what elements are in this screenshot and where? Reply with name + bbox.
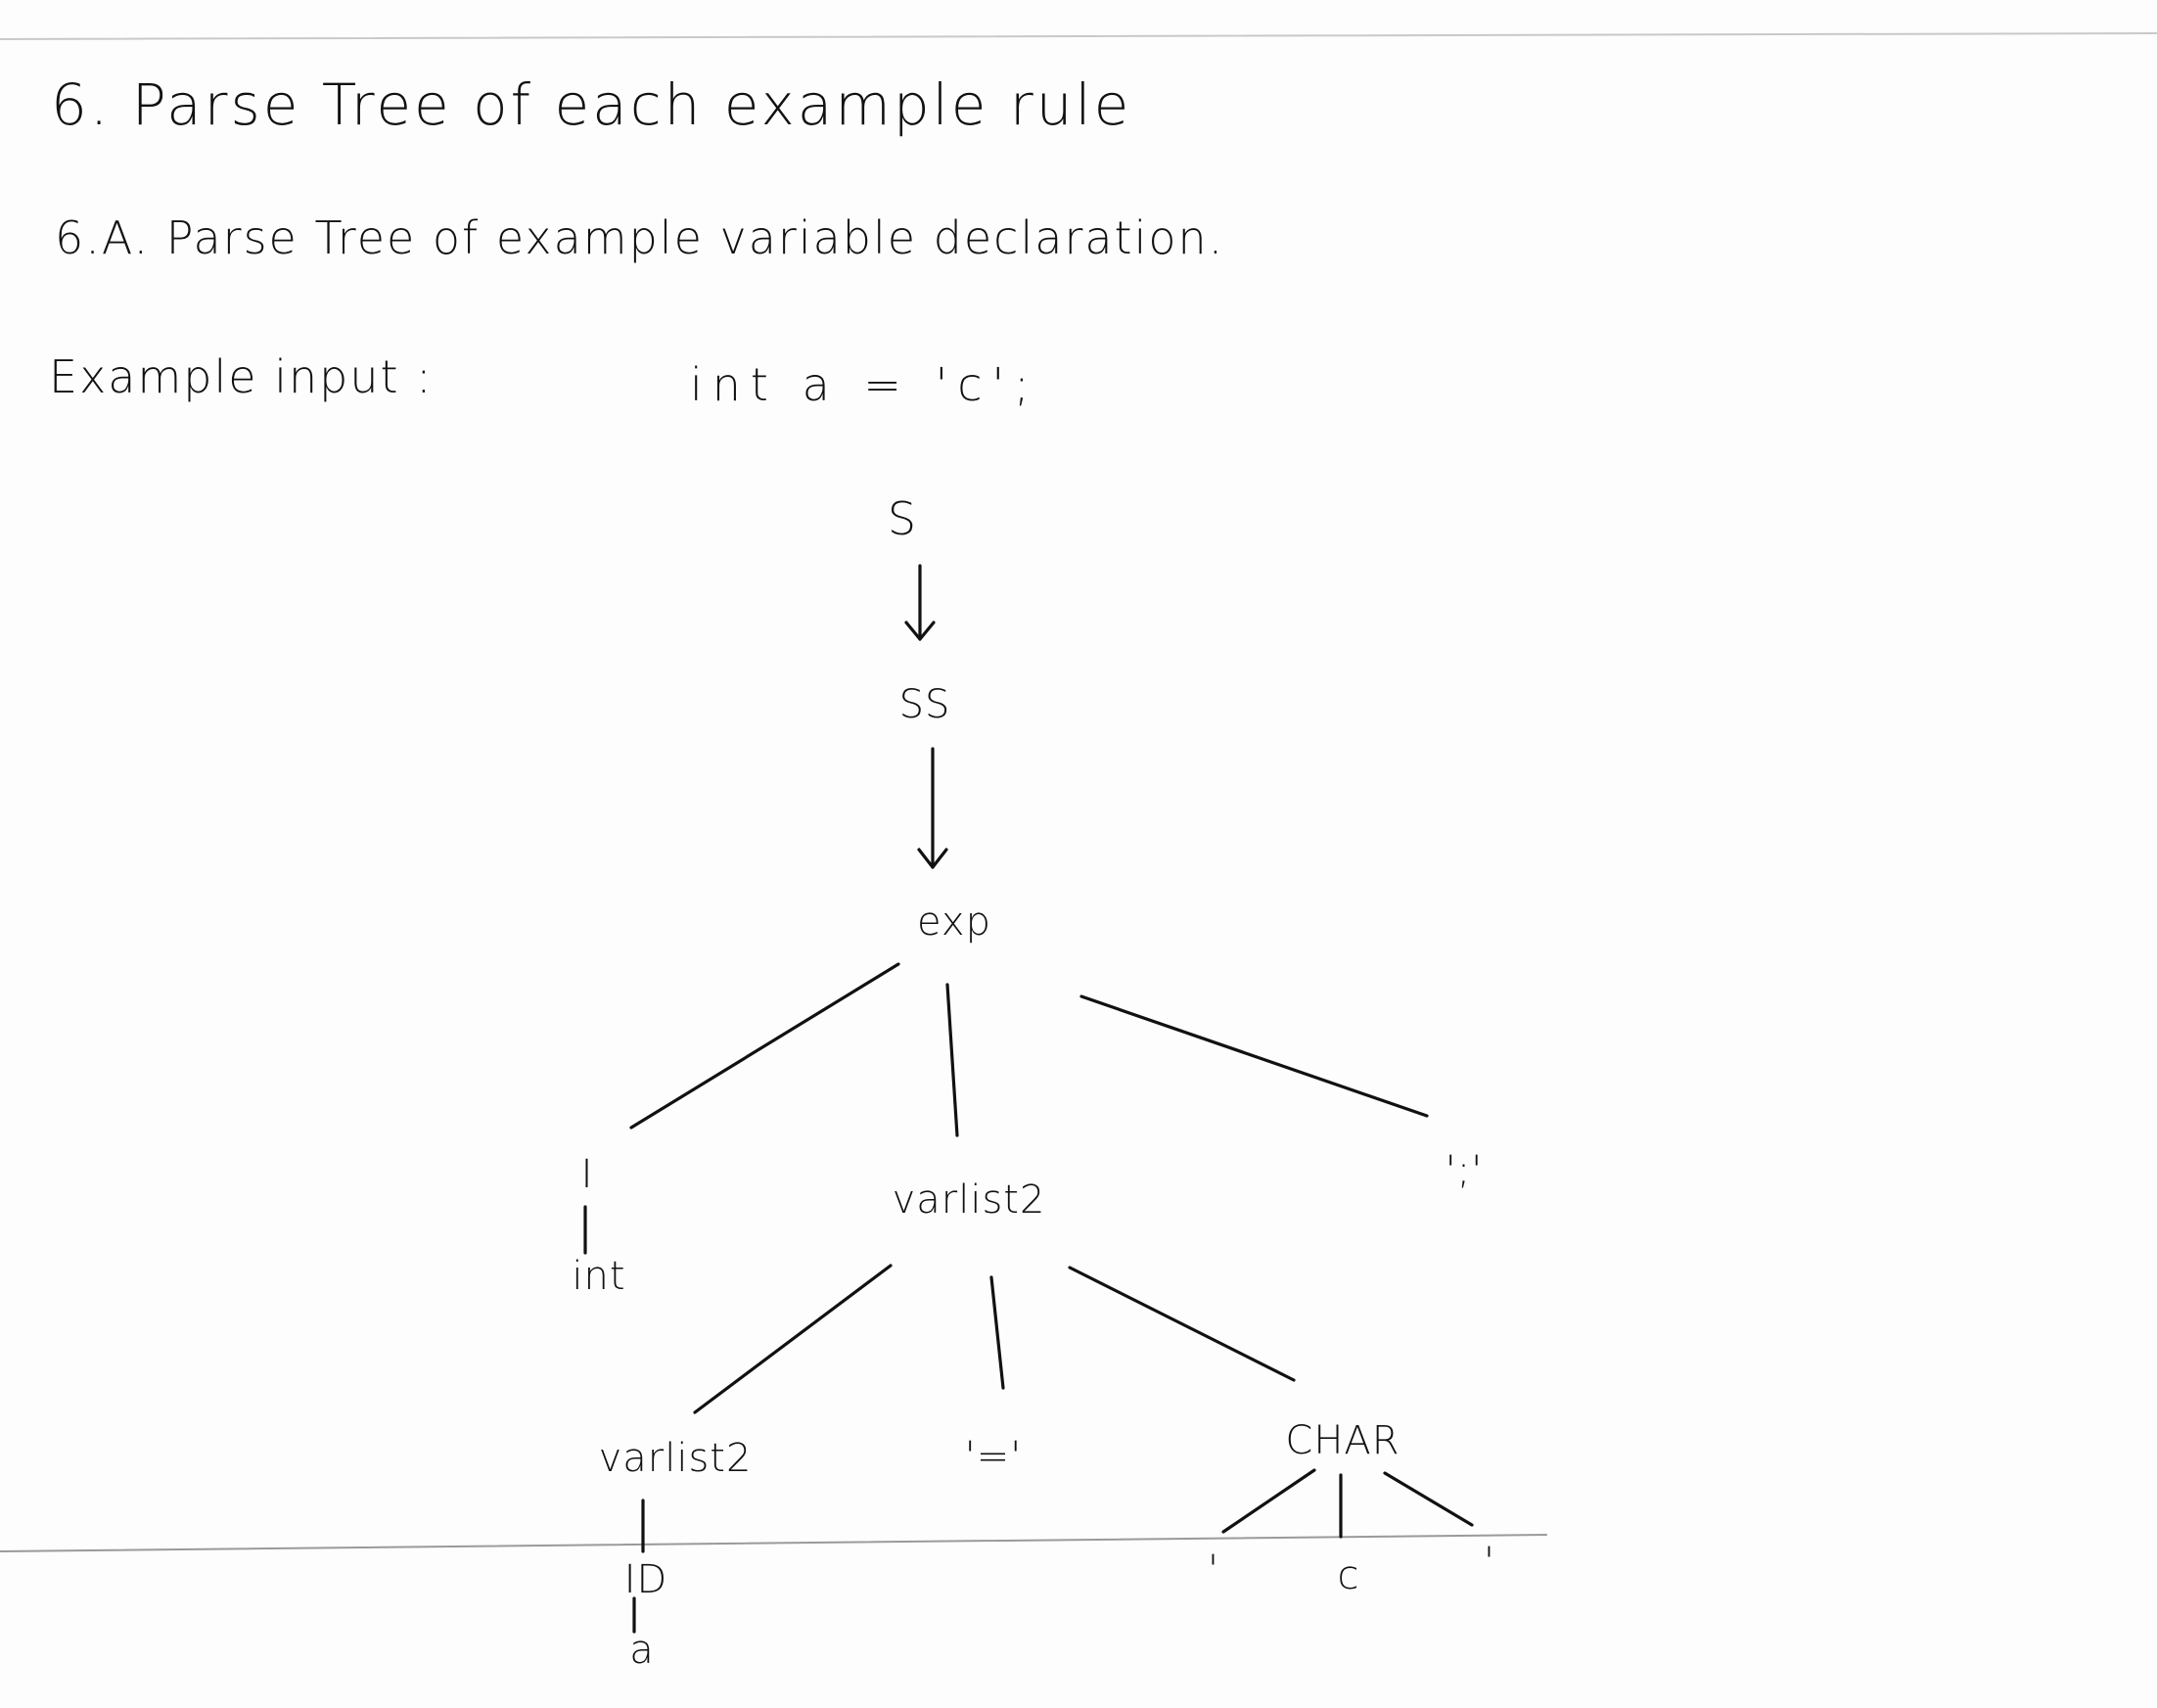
- node-CHAR: CHAR: [1285, 1418, 1400, 1463]
- edge-exp-varlist2: [945, 983, 959, 1137]
- ruled-line-top: [0, 32, 2157, 40]
- node-a: a: [629, 1628, 655, 1673]
- arrowhead-SS-exp-left: [917, 848, 935, 869]
- node-SS: SS: [898, 682, 951, 727]
- node-exp: exp: [917, 900, 991, 945]
- page-heading: 6. Parse Tree of each example rule: [51, 71, 1132, 138]
- node-quote-right: ': [1484, 1540, 1495, 1585]
- edge-CHAR-quote-right: [1383, 1471, 1474, 1527]
- node-S: S: [887, 492, 918, 545]
- edge-CHAR-quote-left: [1221, 1468, 1316, 1534]
- ruled-line-bottom: [0, 1534, 1547, 1552]
- node-int: int: [572, 1254, 626, 1299]
- edge-exp-semicolon: [1079, 994, 1429, 1118]
- edge-varlist2-CHAR: [1068, 1266, 1296, 1382]
- example-input-code: int a = 'c';: [690, 358, 1039, 411]
- arrowhead-S-SS-left: [904, 621, 922, 641]
- arrowhead-S-SS-right: [918, 621, 936, 641]
- node-I: I: [580, 1152, 594, 1197]
- node-c: c: [1337, 1553, 1360, 1598]
- example-input-label: Example input :: [49, 350, 434, 403]
- node-quote-left: ': [1208, 1547, 1219, 1593]
- edge-exp-I: [629, 962, 900, 1130]
- section-subheading: 6.A. Parse Tree of example variable decl…: [55, 211, 1225, 264]
- node-varlist2-left: varlist2: [598, 1436, 753, 1481]
- node-varlist2-top: varlist2: [892, 1177, 1046, 1223]
- node-equals: '=': [964, 1434, 1023, 1479]
- arrowhead-SS-exp-right: [931, 848, 948, 869]
- edge-varlist2-varlist2: [693, 1264, 893, 1414]
- edge-varlist2-equals: [989, 1275, 1005, 1390]
- node-ID: ID: [623, 1557, 668, 1602]
- node-semicolon: ';': [1445, 1148, 1484, 1193]
